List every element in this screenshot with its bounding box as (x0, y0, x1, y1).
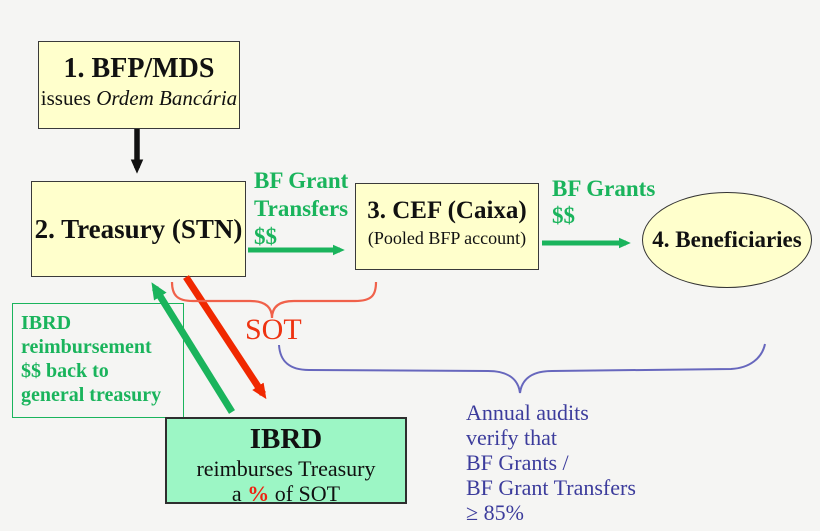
label-line: BF Grants (552, 176, 656, 201)
audit-line: ≥ 85% (466, 500, 524, 525)
note-line: reimbursement (21, 336, 152, 358)
annual-audit-note: Annual audits verify that BF Grants / BF… (466, 400, 636, 525)
node-cef: 3. CEF (Caixa) (Pooled BFP account) (355, 183, 539, 270)
note-line: general treasury (21, 384, 162, 406)
label-bf-grant-transfers: BF Grant Transfers $$ (254, 167, 348, 251)
line3-suffix: of SOT (269, 481, 341, 506)
node-cef-title: 3. CEF (Caixa) (367, 197, 527, 224)
label-line: BF Grant (254, 168, 349, 193)
node-beneficiaries-title: 4. Beneficiaries (652, 227, 802, 252)
node-cef-subtitle: (Pooled BFP account) (367, 228, 527, 248)
node-bfp-mds: 1. BFP/MDS issues Ordem Bancária (38, 41, 240, 129)
node-beneficiaries: 4. Beneficiaries (642, 192, 812, 288)
audit-line: Annual audits (466, 400, 589, 425)
ibrd-reimbursement-note: IBRD reimbursement $$ back to general tr… (12, 303, 184, 418)
audit-line: verify that (466, 425, 558, 450)
subtitle-italic: Ordem Bancária (96, 86, 238, 110)
node-bfp-mds-subtitle: issues Ordem Bancária (39, 85, 239, 111)
label-sot: SOT (245, 313, 302, 346)
node-treasury: 2. Treasury (STN) (31, 181, 246, 277)
node-bfp-mds-title: 1. BFP/MDS (63, 53, 215, 84)
percent-symbol: % (247, 481, 270, 506)
label-line: Transfers (254, 196, 349, 221)
node-treasury-title: 2. Treasury (STN) (34, 213, 243, 244)
label-line: $$ (254, 224, 277, 249)
audit-line: BF Grant Transfers (466, 475, 636, 500)
node-ibrd-line3: a % of SOT (167, 481, 405, 506)
node-ibrd: IBRD reimburses Treasury a % of SOT (165, 417, 407, 506)
audit-line: BF Grants / (466, 450, 569, 475)
line3-prefix: a (231, 481, 248, 506)
label-bf-grants: BF Grants $$ (552, 175, 655, 229)
subtitle-prefix: issues (40, 86, 97, 110)
node-ibrd-line2: reimburses Treasury (196, 456, 376, 481)
node-ibrd-title: IBRD (249, 423, 323, 455)
note-line: IBRD (21, 312, 72, 334)
audit-brace (278, 343, 766, 394)
label-line: $$ (552, 203, 575, 228)
note-line: $$ back to (21, 360, 109, 382)
